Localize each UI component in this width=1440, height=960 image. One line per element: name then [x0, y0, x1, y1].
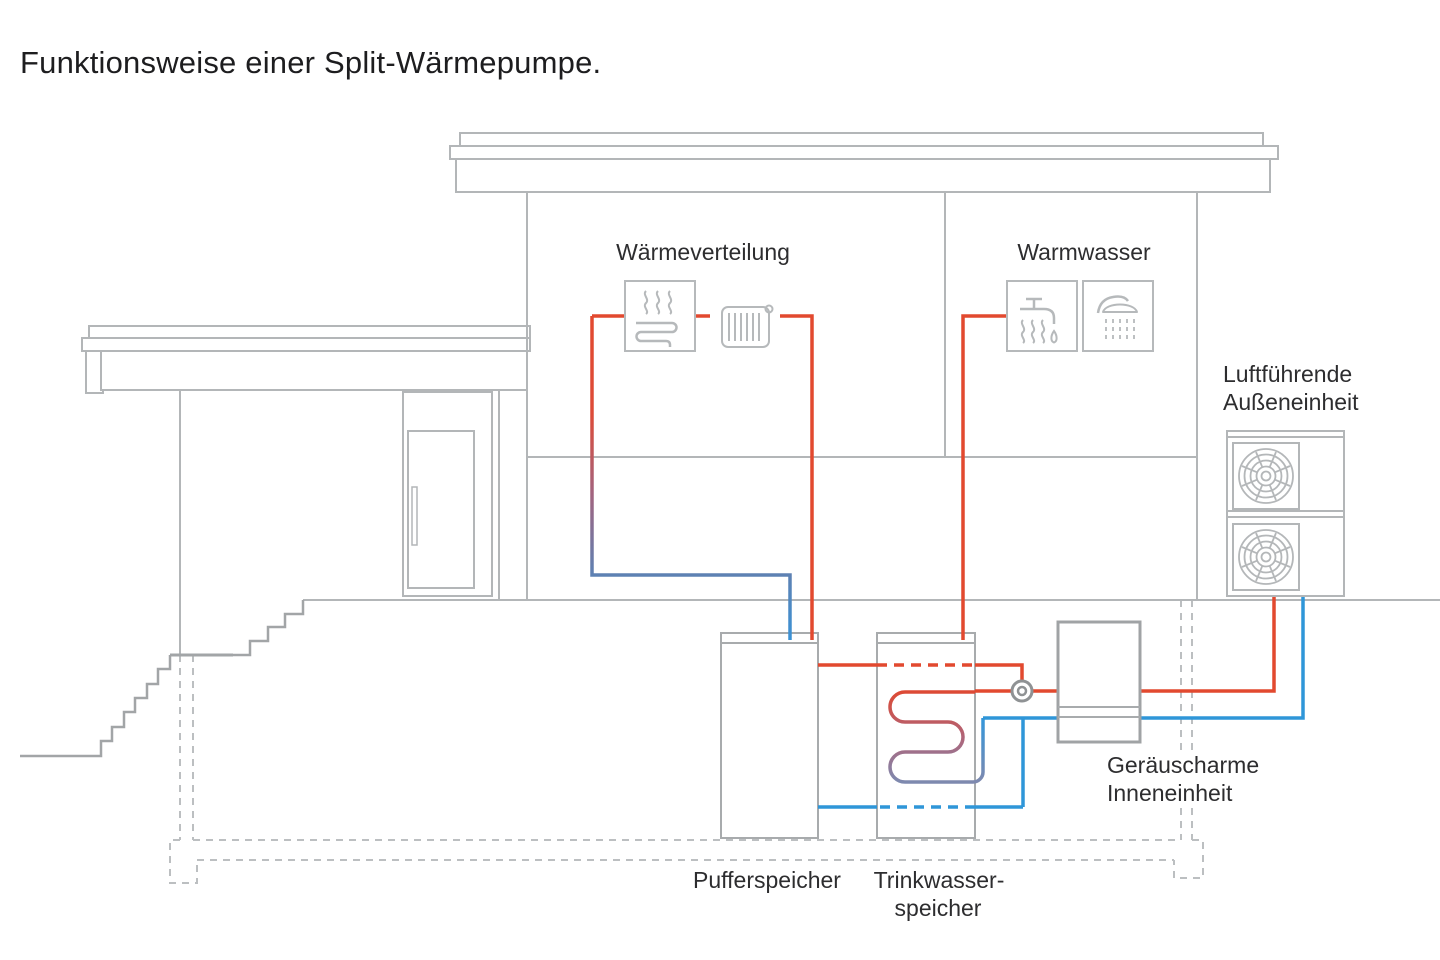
refrigerant-hot-pipe	[1140, 596, 1276, 693]
dhw-tank	[876, 632, 976, 839]
canopy-roof	[81, 325, 531, 394]
house-structure	[20, 132, 1440, 758]
label-outdoor-unit-line1: Luftführende	[1223, 361, 1352, 387]
label-heat-distribution: Wärmeverteilung	[616, 239, 790, 265]
buffer-tank	[720, 632, 819, 839]
label-outdoor-unit-line2: Außeneinheit	[1223, 389, 1359, 415]
radiator-icon	[721, 304, 774, 348]
door-handle	[411, 486, 418, 546]
heating-supply-pipe	[592, 314, 814, 640]
entrance-door	[402, 391, 493, 597]
label-dhw-tank-line1: Trinkwasser-	[874, 867, 1005, 893]
label-buffer-tank: Pufferspeicher	[693, 867, 841, 893]
indoor-unit	[1056, 620, 1142, 744]
label-indoor-unit-line2: Inneneinheit	[1107, 780, 1233, 806]
refrigerant-cold-pipe	[1140, 596, 1305, 720]
outdoor-unit	[1226, 430, 1345, 597]
main-roof	[449, 132, 1279, 193]
basement-dashed-outline	[169, 600, 1204, 884]
stairs	[20, 600, 305, 758]
dhw-heat-exchanger-coil	[888, 690, 985, 784]
page-title: Funktionsweise einer Split-Wärmepumpe.	[20, 45, 601, 80]
radiator-valve-knob	[764, 304, 774, 314]
hot-water-supply-pipe	[961, 314, 1007, 640]
label-hot-water: Warmwasser	[1017, 239, 1151, 265]
underfloor-heating-icon	[624, 280, 696, 352]
shower-spray	[1105, 319, 1135, 339]
label-indoor-unit-line1: Geräuscharme	[1107, 752, 1259, 778]
shower-icon	[1082, 280, 1154, 352]
tap-icon	[1006, 280, 1078, 352]
indoor-unit-label-backdrop	[1098, 750, 1282, 808]
pump-icon	[1010, 679, 1034, 703]
label-dhw-tank-line2: speicher	[895, 895, 982, 921]
heating-return-pipe	[590, 316, 792, 640]
water-drop-icon	[1050, 329, 1058, 344]
return-blue-piping	[818, 716, 1058, 809]
